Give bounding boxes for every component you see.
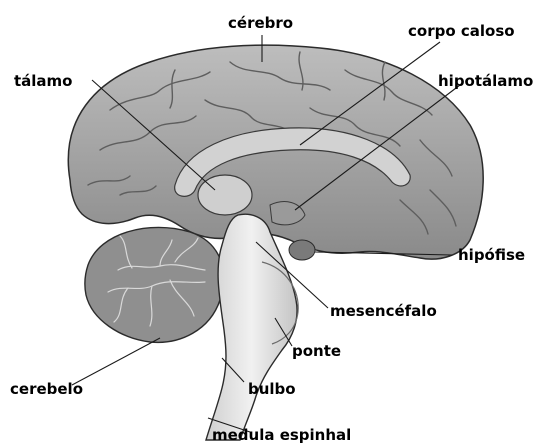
cerebrum: [68, 45, 483, 259]
brainstem: [206, 214, 297, 440]
label-cerebelo: cerebelo: [10, 380, 83, 398]
label-hipofise: hipófise: [458, 246, 525, 264]
label-corpo-caloso: corpo caloso: [408, 22, 515, 40]
label-ponte: ponte: [292, 342, 341, 360]
leader-cerebelo: [72, 338, 160, 385]
label-mesencefalo: mesencéfalo: [330, 302, 437, 320]
label-hipotalamo: hipotálamo: [438, 72, 533, 90]
label-cerebro: cérebro: [228, 14, 293, 32]
label-medula-espinhal: medula espinhal: [212, 426, 351, 444]
cerebellum: [85, 227, 224, 342]
label-talamo: tálamo: [14, 72, 73, 90]
label-bulbo: bulbo: [248, 380, 296, 398]
pituitary-gland: [289, 240, 315, 260]
thalamus: [198, 175, 252, 215]
